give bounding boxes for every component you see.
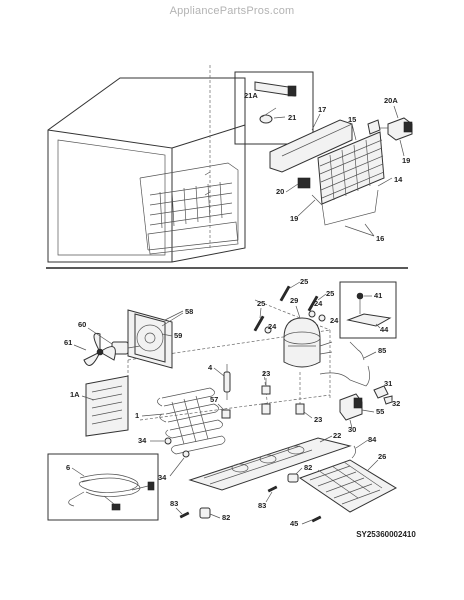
callout-14: 14 xyxy=(394,175,403,184)
condenser-coil: 1 34 34 xyxy=(135,387,226,482)
callout-24b: 24 xyxy=(314,299,323,308)
callout-20: 20 xyxy=(276,187,284,196)
callout-24c: 24 xyxy=(330,316,339,325)
detail-box-power-cord: 6 xyxy=(47,453,159,521)
callout-4: 4 xyxy=(208,363,213,372)
callout-16: 16 xyxy=(376,234,384,243)
callout-60: 60 xyxy=(78,320,86,329)
callout-84: 84 xyxy=(368,435,377,444)
callout-25a: 25 xyxy=(257,299,265,308)
callout-25c: 25 xyxy=(326,289,334,298)
callout-59: 59 xyxy=(174,331,182,340)
callout-31: 31 xyxy=(384,379,392,388)
callout-83b: 83 xyxy=(170,499,178,508)
compressor: 29 xyxy=(263,296,333,411)
defrost-components: 20 19 20A 19 xyxy=(276,96,413,223)
callout-20A: 20A xyxy=(384,96,398,105)
callout-58: 58 xyxy=(185,307,193,316)
callout-1A: 1A xyxy=(70,390,80,399)
callout-32: 32 xyxy=(392,399,400,408)
diagram-code: SY25360002410 xyxy=(356,530,416,539)
callout-19b: 19 xyxy=(290,214,298,223)
screw-45: 45 xyxy=(290,515,322,528)
callout-21A: 21A xyxy=(244,91,258,100)
callout-26: 26 xyxy=(378,452,386,461)
screws: 25 25 25 24 24 24 xyxy=(253,277,339,334)
callout-45: 45 xyxy=(290,519,298,528)
callout-22: 22 xyxy=(333,431,341,440)
fasteners: 82 83 83 82 xyxy=(170,463,312,522)
callout-41: 41 xyxy=(374,291,382,300)
start-relay: 30 31 32 55 xyxy=(339,379,400,434)
compressor-grommets: 23 23 xyxy=(261,369,322,424)
callout-24a: 24 xyxy=(268,322,277,331)
callout-34a: 34 xyxy=(138,436,147,445)
filter-drier: 4 xyxy=(208,363,231,400)
refrigerator-cabinet xyxy=(47,65,246,263)
callout-19a: 19 xyxy=(402,156,410,165)
callout-55: 55 xyxy=(376,407,384,416)
callout-15: 15 xyxy=(348,115,356,124)
callout-25b: 25 xyxy=(300,277,308,286)
callout-61: 61 xyxy=(64,338,72,347)
bracket: 1A xyxy=(70,375,129,437)
evaporator-assembly: 17 15 16 14 xyxy=(269,105,403,243)
callout-34b: 34 xyxy=(158,473,167,482)
discharge-tube: 85 xyxy=(319,341,386,387)
callout-23b: 23 xyxy=(314,415,322,424)
grommet-57: 57 xyxy=(210,395,231,419)
mounting-plate: 22 xyxy=(188,431,352,491)
callout-1: 1 xyxy=(135,411,139,420)
drain-pan: 84 26 xyxy=(298,435,398,513)
fan-shroud: 58 59 xyxy=(127,307,193,369)
site-watermark: AppliancePartsPros.com xyxy=(169,5,295,17)
detail-box-bracket: 41 44 xyxy=(339,281,397,339)
callout-82a: 82 xyxy=(304,463,312,472)
callout-57: 57 xyxy=(210,395,218,404)
callout-85: 85 xyxy=(378,346,386,355)
callout-30: 30 xyxy=(348,425,356,434)
callout-17: 17 xyxy=(318,105,326,114)
callout-82b: 82 xyxy=(222,513,230,522)
condenser-fan: 60 61 xyxy=(64,320,141,366)
callout-21: 21 xyxy=(288,113,296,122)
callout-44: 44 xyxy=(380,325,389,334)
callout-23a: 23 xyxy=(262,369,270,378)
detail-box-switch: 21A 21 xyxy=(234,71,314,145)
callout-29: 29 xyxy=(290,296,298,305)
callout-83a: 83 xyxy=(258,501,266,510)
callout-6: 6 xyxy=(66,463,70,472)
